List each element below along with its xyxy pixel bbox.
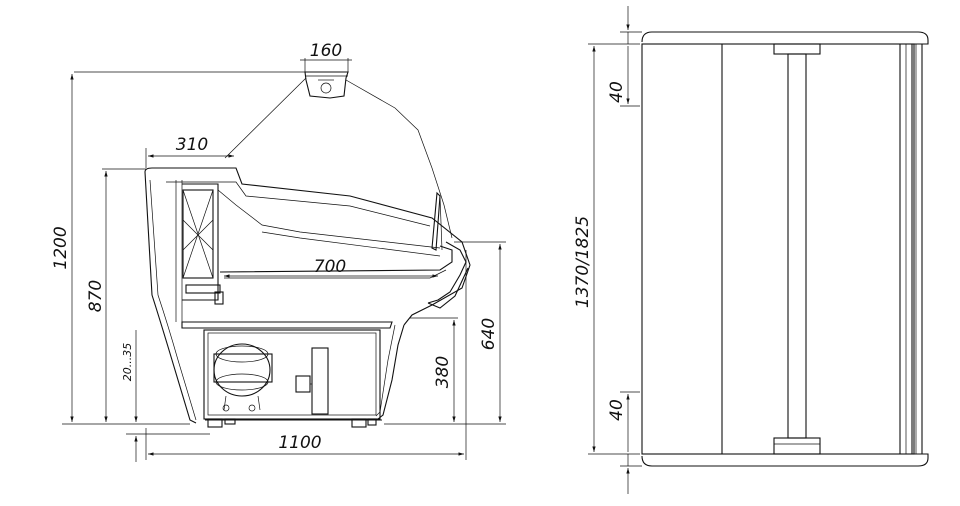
dim-height-total: 1200 bbox=[51, 226, 71, 269]
cabinet-body bbox=[144, 167, 471, 428]
dim-end-top: 40 bbox=[607, 81, 627, 103]
compressor bbox=[213, 343, 273, 412]
side-view: 1200 870 20...35 1100 160 310 700 640 bbox=[51, 41, 506, 462]
dim-end-bottom: 40 bbox=[607, 399, 627, 421]
dim-height-counter: 870 bbox=[86, 280, 106, 312]
front-view: 1370/1825 40 40 bbox=[573, 6, 929, 494]
control-box bbox=[295, 347, 329, 415]
lamp-housing bbox=[304, 71, 349, 99]
dim-front-height: 640 bbox=[479, 318, 499, 350]
dim-shelf-depth: 700 bbox=[314, 257, 346, 277]
dim-top-depth: 310 bbox=[176, 135, 208, 155]
dim-gap: 20...35 bbox=[121, 343, 134, 381]
dim-length: 1370/1825 bbox=[573, 216, 593, 308]
dim-base-height: 380 bbox=[433, 356, 453, 388]
dim-width-total: 1100 bbox=[278, 433, 321, 453]
dim-lamp-width: 160 bbox=[310, 41, 342, 61]
